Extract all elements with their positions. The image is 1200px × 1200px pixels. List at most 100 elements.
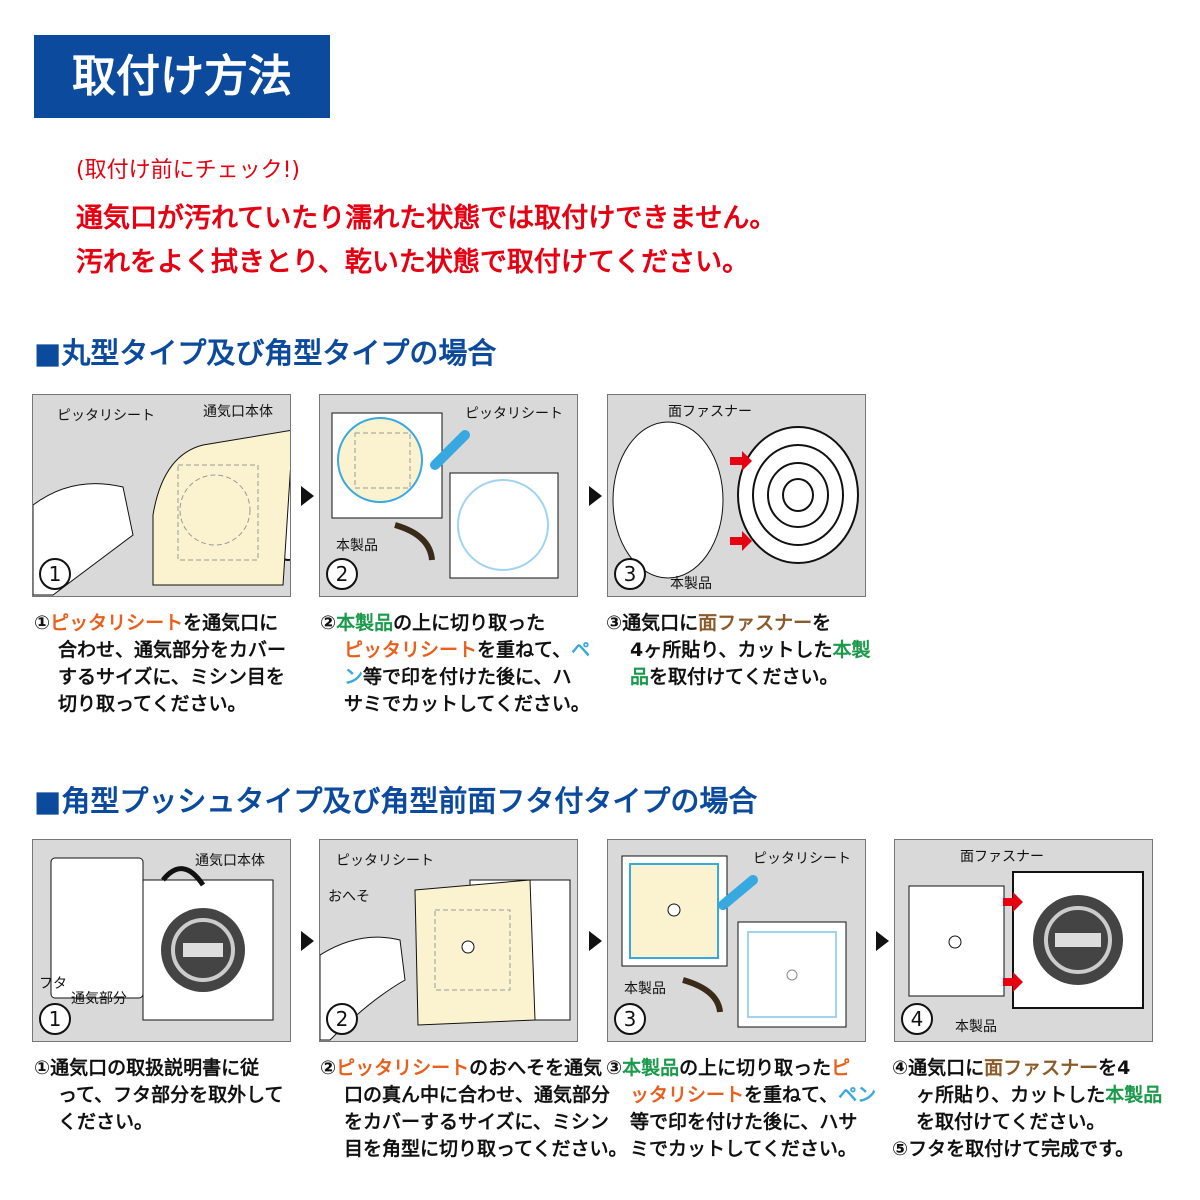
caption-line: 4ヶ所貼り、カットした本製 bbox=[606, 637, 876, 664]
step-illustration: ピッタリシート おへそ 2 bbox=[319, 839, 578, 1042]
pre-check-label: (取付け前にチェック!) bbox=[76, 158, 300, 183]
highlighted-term: ン bbox=[344, 666, 364, 688]
caption-line: ヶ所貼り、カットした本製品 bbox=[892, 1082, 1162, 1109]
caption-line: ッタリシートを重ねて、ペン bbox=[606, 1082, 876, 1109]
caption-text: 目を角型に切り取ってください。 bbox=[344, 1138, 628, 1160]
step-illustration: 面ファスナー 本製品 3 bbox=[607, 394, 866, 597]
caption-text: を重ねて、 bbox=[744, 1084, 839, 1106]
caption-text: を通気口に bbox=[183, 612, 279, 634]
caption-text: 等で印を付けた後に、ハ bbox=[363, 666, 572, 688]
label-pittari-sheet: ピッタリシート bbox=[753, 851, 851, 867]
caption-text: サミでカットしてください。 bbox=[344, 693, 590, 715]
step-illustration: ピッタリシート 本製品 3 bbox=[607, 839, 866, 1042]
caption-text: 等で印を付けた後に、ハサ bbox=[630, 1111, 858, 1133]
caption-text: を bbox=[812, 612, 832, 634]
caption-text: の上に切り取った bbox=[393, 612, 546, 634]
caption-line: ②ピッタリシートのおへそを通気 bbox=[320, 1055, 602, 1082]
caption-text: って、フタ部分を取外して bbox=[58, 1084, 284, 1106]
step-number: 1 bbox=[39, 1003, 71, 1035]
caption-text: ⑤フタを取付けて完成です。 bbox=[892, 1138, 1135, 1160]
caption-line: 合わせ、通気部分をカバー bbox=[34, 637, 304, 664]
caption-text: 4ヶ所貼り、カットした bbox=[630, 639, 833, 661]
highlighted-term: 本製品 bbox=[336, 612, 394, 634]
step-number: 3 bbox=[614, 558, 646, 590]
caption-text: ① bbox=[34, 612, 51, 634]
step-number: 3 bbox=[614, 1003, 646, 1035]
label-vent-body: 通気口本体 bbox=[203, 404, 273, 420]
step-number: 2 bbox=[326, 558, 358, 590]
label-product: 本製品 bbox=[336, 538, 378, 554]
step-caption: ①ピッタリシートを通気口に合わせ、通気部分をカバーするサイズに、ミシン目を切り取… bbox=[34, 610, 304, 718]
caption-line: ⑤フタを取付けて完成です。 bbox=[892, 1136, 1162, 1163]
highlighted-term: ペ bbox=[571, 639, 591, 661]
label-fastener: 面ファスナー bbox=[668, 404, 752, 420]
step-illustration: ピッタリシート 本製品 2 bbox=[319, 394, 578, 597]
warning-line: 汚れをよく拭きとり、乾いた状態で取付けてください。 bbox=[76, 247, 750, 278]
caption-text: を取付けてください。 bbox=[649, 666, 839, 688]
label-product: 本製品 bbox=[624, 981, 666, 997]
caption-line: ①ピッタリシートを通気口に bbox=[34, 610, 304, 637]
caption-line: サミでカットしてください。 bbox=[320, 691, 590, 718]
highlighted-term: ピ bbox=[831, 1057, 851, 1079]
step-number: 4 bbox=[901, 1003, 933, 1035]
caption-line: ピッタリシートを重ねて、ペ bbox=[320, 637, 590, 664]
label-lid: フタ bbox=[39, 976, 67, 992]
warning-line: 通気口が汚れていたり濡れた状態では取付けできません。 bbox=[76, 203, 777, 234]
section-heading-round-square: ■丸型タイプ及び角型タイプの場合 bbox=[34, 336, 497, 370]
step-caption: ②本製品の上に切り取ったピッタリシートを重ねて、ペン等で印を付けた後に、ハサミで… bbox=[320, 610, 590, 718]
caption-line: ン等で印を付けた後に、ハ bbox=[320, 664, 590, 691]
page-title: 取付け方法 bbox=[34, 35, 330, 118]
caption-line: って、フタ部分を取外して bbox=[34, 1082, 304, 1109]
step-caption: ①通気口の取扱説明書に従って、フタ部分を取外してください。 bbox=[34, 1055, 304, 1136]
step-illustration: ピッタリシート 通気口本体 1 bbox=[32, 394, 291, 597]
caption-text: ② bbox=[320, 612, 337, 634]
caption-line: ③通気口に面ファスナーを bbox=[606, 610, 876, 637]
label-navel: おへそ bbox=[328, 889, 370, 905]
highlighted-term: 本製品 bbox=[1105, 1084, 1163, 1106]
caption-text: ③通気口に bbox=[606, 612, 699, 634]
arrow-right-icon bbox=[876, 931, 889, 951]
step-number: 2 bbox=[326, 1003, 358, 1035]
caption-line: 切り取ってください。 bbox=[34, 691, 304, 718]
arrow-right-icon bbox=[589, 931, 602, 951]
caption-text: するサイズに、ミシン目を bbox=[58, 666, 285, 688]
label-pittari-sheet: ピッタリシート bbox=[336, 853, 434, 869]
label-fastener: 面ファスナー bbox=[960, 849, 1044, 865]
caption-line: するサイズに、ミシン目を bbox=[34, 664, 304, 691]
highlighted-term: 本製 bbox=[832, 639, 871, 661]
step-number: 1 bbox=[39, 558, 71, 590]
step-illustration: 面ファスナー 本製品 4 bbox=[894, 839, 1153, 1042]
caption-line: をカバーするサイズに、ミシン bbox=[320, 1109, 609, 1136]
caption-text: の上に切り取った bbox=[679, 1057, 832, 1079]
label-product: 本製品 bbox=[670, 576, 712, 592]
highlighted-term: 品 bbox=[630, 666, 650, 688]
highlighted-term: ッタリシート bbox=[630, 1084, 745, 1106]
caption-text: 合わせ、通気部分をカバー bbox=[58, 639, 287, 661]
step-illustration: 通気口本体 フタ 通気部分 1 bbox=[32, 839, 291, 1042]
caption-text: ヶ所貼り、カットした bbox=[916, 1084, 1106, 1106]
caption-text: を4 bbox=[1098, 1057, 1131, 1079]
caption-line: 口の真ん中に合わせ、通気部分 bbox=[320, 1082, 610, 1109]
caption-line: ください。 bbox=[34, 1109, 304, 1136]
label-vent-area: 通気部分 bbox=[71, 991, 127, 1007]
caption-text: ④通気口に bbox=[892, 1057, 985, 1079]
caption-text: ください。 bbox=[58, 1111, 154, 1133]
arrow-right-icon bbox=[589, 486, 602, 506]
caption-line: ④通気口に面ファスナーを4 bbox=[892, 1055, 1162, 1082]
caption-text: を取付けてください。 bbox=[916, 1111, 1106, 1133]
highlighted-term: ピッタリシート bbox=[344, 639, 478, 661]
arrow-right-icon bbox=[301, 931, 314, 951]
caption-line: を取付けてください。 bbox=[892, 1109, 1162, 1136]
highlighted-term: 本製品 bbox=[622, 1057, 680, 1079]
arrow-right-icon bbox=[301, 486, 314, 506]
step-caption: ②ピッタリシートのおへそを通気口の真ん中に合わせ、通気部分をカバーするサイズに、… bbox=[320, 1055, 627, 1163]
caption-line: ③本製品の上に切り取ったピ bbox=[606, 1055, 876, 1082]
caption-text: 切り取ってください。 bbox=[58, 693, 247, 715]
caption-line: 品を取付けてください。 bbox=[606, 664, 876, 691]
caption-text: 口の真ん中に合わせ、通気部分 bbox=[344, 1084, 611, 1106]
highlighted-term: ペン bbox=[838, 1084, 877, 1106]
caption-line: ②本製品の上に切り取った bbox=[320, 610, 590, 637]
label-pittari-sheet: ピッタリシート bbox=[57, 408, 155, 424]
